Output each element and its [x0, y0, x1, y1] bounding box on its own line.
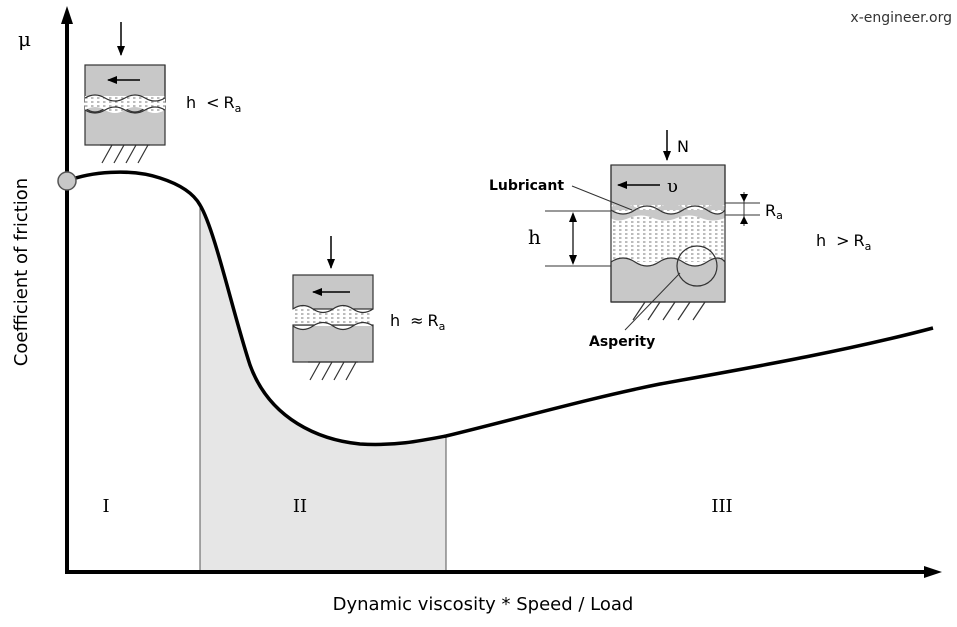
speed-label: υ — [667, 176, 678, 197]
film-thickness-label: h — [528, 225, 541, 249]
region-label-boundary: I — [102, 496, 109, 517]
condition-boundary: h<Ra — [186, 93, 241, 115]
mixed-region-shade — [200, 205, 446, 572]
watermark-text: x-engineer.org — [850, 10, 952, 26]
y-axis-arrow — [61, 6, 73, 24]
x-axis-arrow — [924, 566, 942, 578]
asperity-label: Asperity — [589, 334, 655, 350]
stribeck-curve — [66, 170, 934, 447]
hydrodynamic-sketch — [545, 130, 760, 331]
condition-mixed: h≈Ra — [390, 311, 445, 333]
y-axis-symbol: μ — [18, 27, 31, 51]
condition-hydrodynamic: h>Ra — [816, 231, 871, 253]
load-label: N — [677, 137, 689, 156]
roughness-label: Ra — [765, 201, 783, 222]
x-axis-label: Dynamic viscosity * Speed / Load — [333, 594, 634, 615]
boundary-sketch — [84, 22, 166, 164]
asperity-circle — [676, 245, 718, 287]
static-friction-point — [57, 171, 77, 191]
mixed-sketch — [292, 236, 374, 381]
region-label-hydrodynamic: III — [711, 496, 732, 517]
region-label-mixed: II — [293, 496, 307, 517]
lubricant-label: Lubricant — [489, 178, 564, 194]
y-axis-label: Coefficient of friction — [11, 178, 32, 366]
